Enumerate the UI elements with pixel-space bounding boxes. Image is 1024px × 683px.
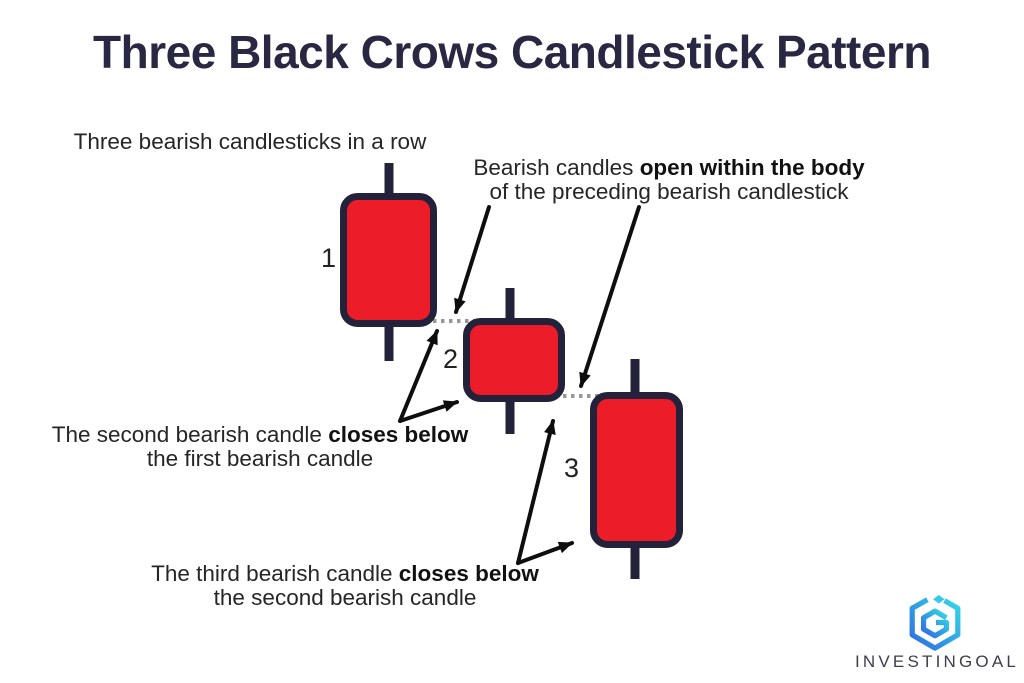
- annotation-text: The third bearish candle: [151, 561, 399, 586]
- annotation-text-line2: of the preceding bearish candlestick: [489, 178, 849, 204]
- candle-1-body: [340, 193, 437, 327]
- annotation-bold-text: closes below: [328, 422, 469, 447]
- page-title: Three Black Crows Candlestick Pattern: [93, 26, 931, 78]
- annotation-text: Three bearish candlesticks in a row: [73, 129, 427, 154]
- arrow-third-to-candle3-close: [516, 541, 574, 565]
- candle-3-body: [590, 392, 683, 548]
- candle-1: 1: [321, 163, 437, 361]
- annotation-text-line2: the first bearish candle: [146, 445, 374, 471]
- annotation-second-closes-below: The second bearish candle closes below t…: [30, 423, 490, 470]
- investingoal-hexagon-icon: [909, 594, 961, 651]
- candle-3: 3: [564, 359, 683, 579]
- annotation-bold-text: open within the body: [639, 155, 865, 180]
- annotation-text: Bearish candles: [473, 155, 640, 180]
- annotation-text-line2: the second bearish candle: [213, 584, 477, 610]
- annotation-bold-text: closes below: [398, 561, 539, 586]
- candle-2-label: 2: [443, 344, 458, 374]
- candle-2: 2: [443, 288, 565, 434]
- arrow-second-to-candle1-close: [398, 329, 439, 423]
- investingoal-wordmark: INVESTINGOAL: [854, 652, 1020, 671]
- annotation-open-within: Bearish candles open within the body of …: [448, 156, 890, 203]
- annotation-third-closes-below: The third bearish candle closes below th…: [130, 562, 560, 609]
- investingoal-logo: INVESTINGOAL: [850, 594, 1024, 674]
- candle-2-body: [463, 318, 565, 402]
- arrow-open-within-to-gap3: [579, 205, 641, 388]
- candle-1-label: 1: [321, 243, 336, 273]
- arrow-open-within-to-gap2: [454, 205, 491, 314]
- arrow-third-to-candle2-close: [516, 419, 556, 565]
- arrow-second-to-candle2-close: [398, 400, 459, 423]
- annotation-three-in-a-row: Three bearish candlesticks in a row: [40, 130, 460, 154]
- candle-3-label: 3: [564, 453, 579, 483]
- annotation-text: The second bearish candle: [51, 422, 329, 447]
